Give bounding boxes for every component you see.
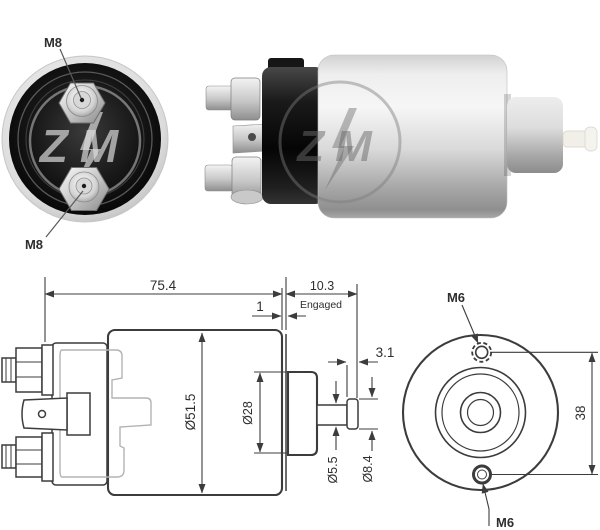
dim-value-75-4: 75.4 <box>150 278 177 293</box>
front-bolt-bottom <box>58 167 110 211</box>
side-view-drawing: 75.4 10.3 Engaged 1 Ø51.5 Ø28 <box>1 277 394 497</box>
terminal-hole <box>37 409 47 419</box>
engaged-note: Engaged <box>300 299 342 311</box>
stud-washer <box>41 344 54 396</box>
rod-tip-outline <box>346 398 359 430</box>
dim-plunger-travel: 10.3 Engaged <box>285 277 358 398</box>
dim-overall-length: 75.4 <box>44 277 283 342</box>
ring-2 <box>441 373 520 452</box>
mounting-hole-bottom <box>472 464 492 485</box>
body-outline <box>106 328 284 497</box>
leader-line <box>481 483 490 526</box>
front-bolt-top <box>58 82 106 124</box>
watermark-text: ZM <box>295 122 383 171</box>
m6-label-top: M6 <box>447 290 465 305</box>
lightning-bolt-icon <box>325 108 357 190</box>
stud-nut-top <box>230 77 261 121</box>
leader-line <box>461 304 479 344</box>
stud-washer-bottom <box>230 189 264 205</box>
bolt-center <box>81 183 87 189</box>
stud-thread <box>1 444 17 469</box>
stud-thread-bottom <box>204 164 234 192</box>
ring-1 <box>434 366 527 459</box>
m8-annotation-bottom: M8 <box>25 190 84 252</box>
dim-value-1: 1 <box>256 299 264 314</box>
stud-top <box>1 344 54 396</box>
dim-gap: 1 <box>252 299 306 320</box>
zm-watermark-side: ZM <box>278 80 402 204</box>
stud-thread-top <box>205 85 235 111</box>
outer-circle <box>401 333 560 492</box>
watermark-circle <box>278 80 402 204</box>
stud-bottom <box>1 432 54 482</box>
side-view-photo: ZM <box>204 54 598 219</box>
m6-annotation-top: M6 <box>447 290 479 344</box>
hole-circle <box>474 345 489 360</box>
boss-outline <box>286 370 319 457</box>
black-cap <box>262 67 324 204</box>
dim-value-38: 38 <box>573 405 588 420</box>
dim-collar-thickness: 3.1 <box>328 345 394 397</box>
watermark-text: ZM <box>38 120 130 172</box>
dim-rod-diameter: Ø5.5 <box>326 381 340 484</box>
cap-inner-contour <box>59 349 152 478</box>
dim-value-28: Ø28 <box>241 401 255 425</box>
stud-hex <box>15 436 43 478</box>
dim-body-diameter: Ø51.5 <box>183 332 206 494</box>
rod-outline <box>316 404 348 426</box>
dim-value-8-4: Ø8.4 <box>361 455 375 482</box>
dim-value-3-1: 3.1 <box>376 345 395 360</box>
plunger-pin-tip <box>584 126 598 152</box>
drawn-solenoid-side <box>1 328 359 497</box>
front-view-photo: ZM M8 M8 <box>1 35 169 252</box>
dim-value-5-5: Ø5.5 <box>326 456 340 483</box>
dim-value-51-5: Ø51.5 <box>183 394 198 431</box>
terminal-bracket <box>66 392 91 436</box>
hole-inner <box>477 469 487 480</box>
stud-hex <box>15 347 43 393</box>
leader-line <box>45 190 84 238</box>
mounting-hole-top <box>471 341 493 363</box>
leader-line <box>59 48 82 99</box>
lightning-bolt-icon <box>74 112 103 190</box>
stud-washer <box>41 432 54 482</box>
m6-label-bottom: M6 <box>496 515 514 530</box>
m8-annotation-top: M8 <box>44 35 82 99</box>
front-boss <box>507 97 563 173</box>
terminal-middle <box>21 392 91 436</box>
ring-4 <box>466 398 495 427</box>
m8-label-top: M8 <box>44 35 62 50</box>
rear-view-drawing: M6 M6 38 <box>401 290 598 530</box>
dim-boss-diameter: Ø28 <box>241 371 288 454</box>
spade-hole <box>248 133 256 141</box>
m8-label-bottom: M8 <box>25 237 43 252</box>
dim-rod-tip-diameter: Ø8.4 <box>359 377 378 483</box>
drawn-solenoid-rear <box>401 333 560 492</box>
m6-annotation-bottom: M6 <box>481 483 514 530</box>
dim-hole-spacing: 38 <box>490 351 598 476</box>
dim-value-10-3: 10.3 <box>310 279 334 293</box>
stud-thread <box>1 357 17 383</box>
ring-3 <box>459 391 502 434</box>
bolt-center <box>79 97 85 103</box>
